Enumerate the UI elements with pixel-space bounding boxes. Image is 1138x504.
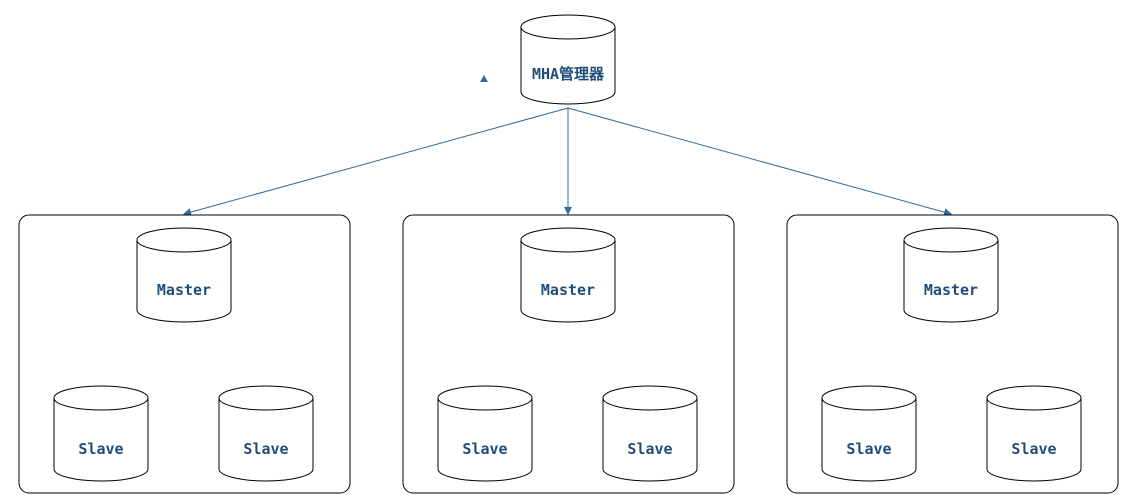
slave-label: Slave (462, 440, 507, 458)
slave-label: Slave (243, 440, 288, 458)
master-node: Master (903, 227, 999, 323)
manager-edges (183, 107, 952, 216)
manager-node: MHA管理器 (520, 14, 616, 105)
slave-label: Slave (1011, 440, 1056, 458)
replication-group-1: Master Slave Slave (18, 214, 351, 494)
master-label: Master (157, 281, 211, 299)
master-node: Master (136, 227, 232, 323)
master-node: Master (520, 227, 616, 323)
slave-label: Slave (78, 440, 123, 458)
edge-to-group-1 (183, 107, 569, 216)
slave-node: Slave (218, 385, 314, 482)
slave-node: Slave (821, 385, 917, 482)
master-label: Master (541, 281, 595, 299)
edge-to-group-3 (567, 107, 952, 216)
slave-node: Slave (602, 385, 698, 482)
small-triangle-marker (480, 75, 488, 82)
slave-node: Slave (437, 385, 533, 482)
manager-label: MHA管理器 (532, 65, 605, 83)
slave-node: Slave (53, 385, 149, 482)
slave-label: Slave (846, 440, 891, 458)
replication-group-2: Master Slave Slave (402, 214, 735, 494)
master-label: Master (924, 281, 978, 299)
slave-label: Slave (627, 440, 672, 458)
replication-group-3: Master Slave Slave (786, 214, 1119, 494)
slave-node: Slave (986, 385, 1082, 482)
